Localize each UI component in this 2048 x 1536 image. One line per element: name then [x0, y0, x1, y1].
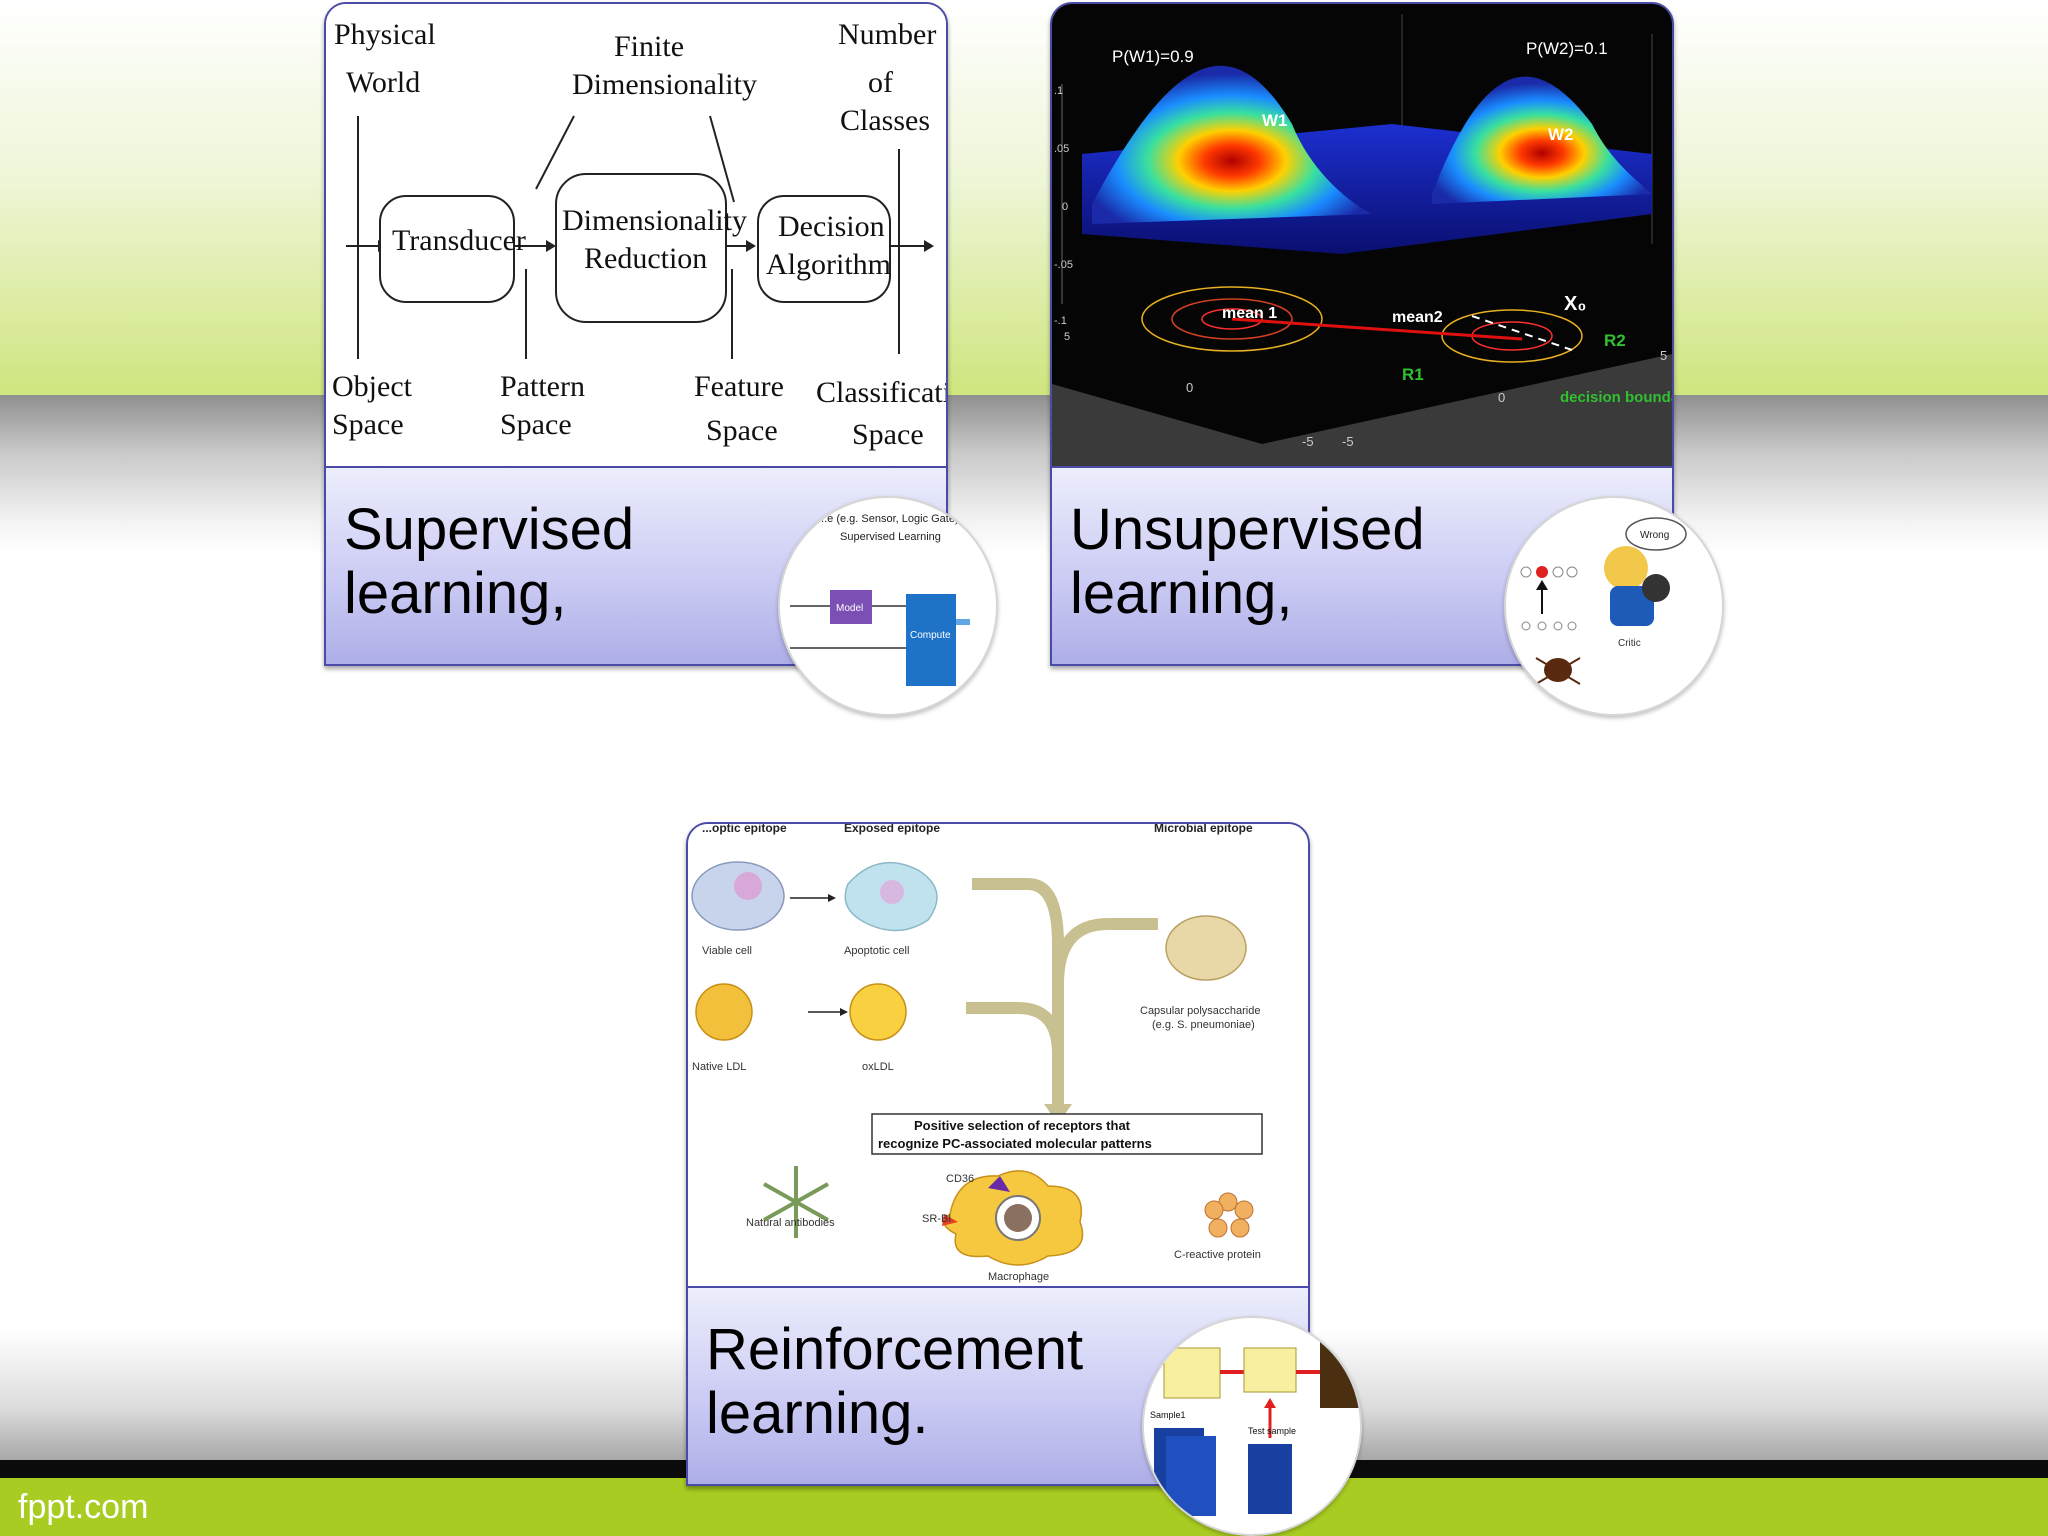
bayes-gaussian-3d-plot: P(W1)=0.9 P(W2)=0.1 W1 W2 mean 1 mean2 X…: [1052, 4, 1672, 466]
label-pattern: Pattern: [500, 370, 585, 403]
label-cd36: CD36: [946, 1173, 974, 1185]
reinforcement-thumbnail: Sample1 Test sample: [1150, 1338, 1360, 1516]
label-space-2: Space: [500, 408, 572, 441]
label-physical-world-2: World: [346, 66, 420, 99]
reinforcement-caption: Reinforcement learning.: [706, 1317, 1084, 1446]
tick-y-0: 0: [1498, 390, 1505, 405]
crp-icon: [1204, 1192, 1254, 1238]
box-transducer: Transducer: [392, 224, 526, 257]
label-number: Number: [838, 18, 936, 51]
label-of: of: [868, 66, 893, 99]
label-w1: W1: [1262, 111, 1288, 130]
label-decision-boundary: decision boundary: [1560, 389, 1672, 406]
label-pw2: P(W2)=0.1: [1526, 39, 1608, 58]
label-mean1: mean 1: [1222, 305, 1277, 322]
tick-x-0: 0: [1186, 380, 1193, 395]
supervised-thumbnail: ...e (e.g. Sensor, Logic Gate) Supervise…: [790, 513, 970, 686]
unsupervised-thumbnail: Wrong Critic: [1520, 517, 1687, 685]
label-physical-world-1: Physical: [334, 18, 436, 51]
box-decision: Decision: [778, 210, 885, 243]
label-top-left: ...optic epitope: [702, 824, 787, 835]
tick-z-01: .1: [1054, 85, 1063, 97]
label-srbi: SR-BI: [922, 1213, 951, 1225]
label-macrophage: Macrophage: [988, 1271, 1049, 1283]
antibody-icon: [763, 1166, 829, 1238]
label-top-right: Microbial epitope: [1154, 824, 1253, 835]
box-algorithm: Algorithm: [766, 248, 891, 281]
thumb-sample1: Sample1: [1150, 1410, 1186, 1420]
reinforcement-thumbnail-circle: Sample1 Test sample: [1142, 1316, 1362, 1536]
unsupervised-thumbnail-circle: Wrong Critic: [1504, 496, 1724, 716]
label-capsular-1: Capsular polysaccharide: [1140, 1005, 1260, 1017]
footer-brand: fppt.com: [18, 1488, 149, 1526]
tick-z-005: .05: [1054, 143, 1069, 155]
pattern-recognition-diagram: Physical World Finite Dimensionality Num…: [326, 4, 946, 466]
label-top-mid: Exposed epitope: [844, 824, 940, 835]
box-reduction: Reduction: [584, 242, 707, 275]
label-finite: Finite: [614, 30, 684, 63]
thumb-sample2: Test sample: [1248, 1426, 1296, 1436]
label-natural-ab: Natural antibodies: [746, 1217, 835, 1229]
supervised-learning-card: Physical World Finite Dimensionality Num…: [324, 2, 948, 666]
thumb-wrong: Wrong: [1640, 530, 1669, 541]
tick-y-5: 5: [1660, 348, 1667, 363]
label-classification: Classification: [816, 376, 946, 409]
unsupervised-caption: Unsupervised learning,: [1070, 497, 1425, 626]
footer-green-bar: [0, 1478, 2048, 1536]
supervised-caption: Supervised learning,: [344, 497, 635, 626]
box-dimensionality: Dimensionality: [562, 204, 747, 237]
thumb-compute: Compute: [910, 630, 951, 641]
label-pw1: P(W1)=0.9: [1112, 47, 1194, 66]
label-positive-1: Positive selection of receptors that: [914, 1118, 1131, 1133]
label-feature: Feature: [694, 370, 784, 403]
label-oxldl: oxLDL: [862, 1061, 894, 1073]
thumb-line2: Supervised Learning: [840, 531, 941, 543]
label-viable: Viable cell: [702, 945, 752, 957]
label-x0: X₀: [1564, 293, 1586, 315]
tick-z-m01: -.1: [1054, 315, 1067, 327]
background-top-gradient: [0, 0, 2048, 395]
label-mean2: mean2: [1392, 309, 1443, 326]
label-w2: W2: [1548, 125, 1574, 144]
tick-x-m5: -5: [1302, 434, 1314, 449]
immune-epitope-diagram: ...optic epitope Exposed epitope Microbi…: [688, 824, 1308, 1286]
label-classes: Classes: [840, 104, 930, 137]
tick-x-5: 5: [1064, 331, 1070, 343]
label-object: Object: [332, 370, 413, 403]
label-space-1: Space: [332, 408, 404, 441]
supervised-thumbnail-circle: ...e (e.g. Sensor, Logic Gate) Supervise…: [778, 496, 998, 716]
thumb-model: Model: [836, 603, 863, 614]
label-apoptotic: Apoptotic cell: [844, 945, 909, 957]
thumb-line1: ...e (e.g. Sensor, Logic Gate): [818, 513, 959, 525]
label-native-ldl: Native LDL: [692, 1061, 746, 1073]
tick-z-m005: -.05: [1054, 259, 1073, 271]
background-grey-band: [0, 395, 2048, 555]
label-space-4: Space: [852, 418, 924, 451]
label-positive-2: recognize PC-associated molecular patter…: [878, 1136, 1152, 1151]
tick-z-0: 0: [1062, 201, 1068, 213]
label-dimensionality: Dimensionality: [572, 68, 757, 101]
label-space-3: Space: [706, 414, 778, 447]
label-capsular-2: (e.g. S. pneumoniae): [1152, 1019, 1255, 1031]
thumb-critic: Critic: [1618, 638, 1641, 649]
label-crp: C-reactive protein: [1174, 1249, 1261, 1261]
label-r1: R1: [1402, 365, 1424, 384]
tick-y-m5: -5: [1342, 434, 1354, 449]
label-r2: R2: [1604, 331, 1626, 350]
